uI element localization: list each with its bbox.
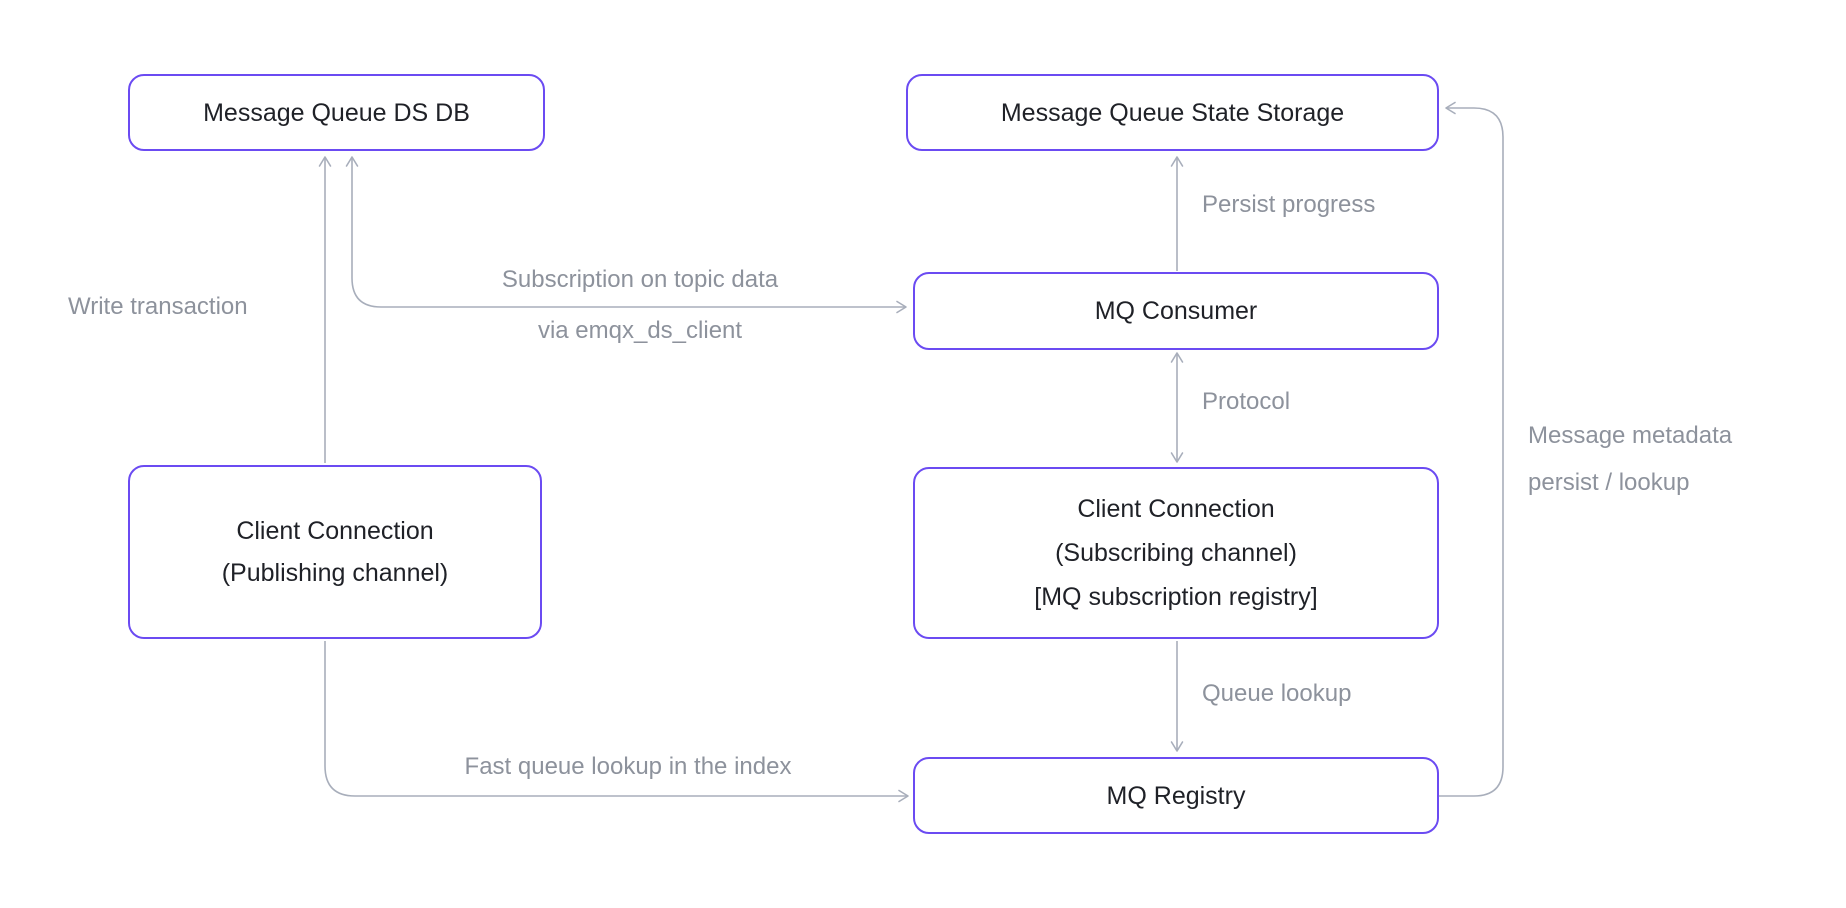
- subscription-topic-data-arrow: [345, 156, 907, 314]
- node-label: MQ Consumer: [1094, 297, 1258, 325]
- edge-label-persist-progress: Persist progress: [1202, 191, 1376, 218]
- edge-label-write-transaction: Write transaction: [68, 293, 248, 320]
- edge-label-fast-queue-lookup: Fast queue lookup in the index: [464, 753, 792, 780]
- node-message-queue-ds-db: Message Queue DS DB: [128, 74, 545, 151]
- edge-label-queue-lookup: Queue lookup: [1202, 680, 1352, 707]
- node-label-line: (Subscribing channel): [1055, 539, 1297, 567]
- edge-label-line: persist / lookup: [1528, 469, 1690, 496]
- node-label: Message Queue DS DB: [203, 98, 470, 127]
- node-label: MQ Registry: [1106, 781, 1246, 810]
- fast-queue-lookup-arrow: [324, 641, 909, 803]
- node-message-queue-state-storage: Message Queue State Storage: [906, 74, 1439, 151]
- edge-label-protocol: Protocol: [1202, 388, 1291, 415]
- node-client-connection-subscribing: Client Connection (Subscribing channel) …: [913, 467, 1439, 639]
- edge-label-subscription-line2: via emqx_ds_client: [537, 317, 743, 344]
- node-client-connection-publishing: Client Connection (Publishing channel): [128, 465, 542, 639]
- node-mq-registry: MQ Registry: [913, 757, 1439, 834]
- message-metadata-arrow: [1438, 101, 1504, 797]
- node-label: Message Queue State Storage: [1000, 98, 1345, 127]
- edge-label-subscription-line1: Subscription on topic data: [501, 266, 779, 293]
- node-label-line: Client Connection: [236, 517, 434, 545]
- node-mq-consumer: MQ Consumer: [913, 272, 1439, 350]
- node-label-line: Client Connection: [1077, 495, 1275, 523]
- node-label-line: [MQ subscription registry]: [1034, 583, 1318, 611]
- node-label-line: (Publishing channel): [221, 559, 449, 587]
- edge-label-message-metadata: Message metadata persist / lookup: [1528, 412, 1732, 506]
- edge-label-line: Message metadata: [1528, 422, 1733, 449]
